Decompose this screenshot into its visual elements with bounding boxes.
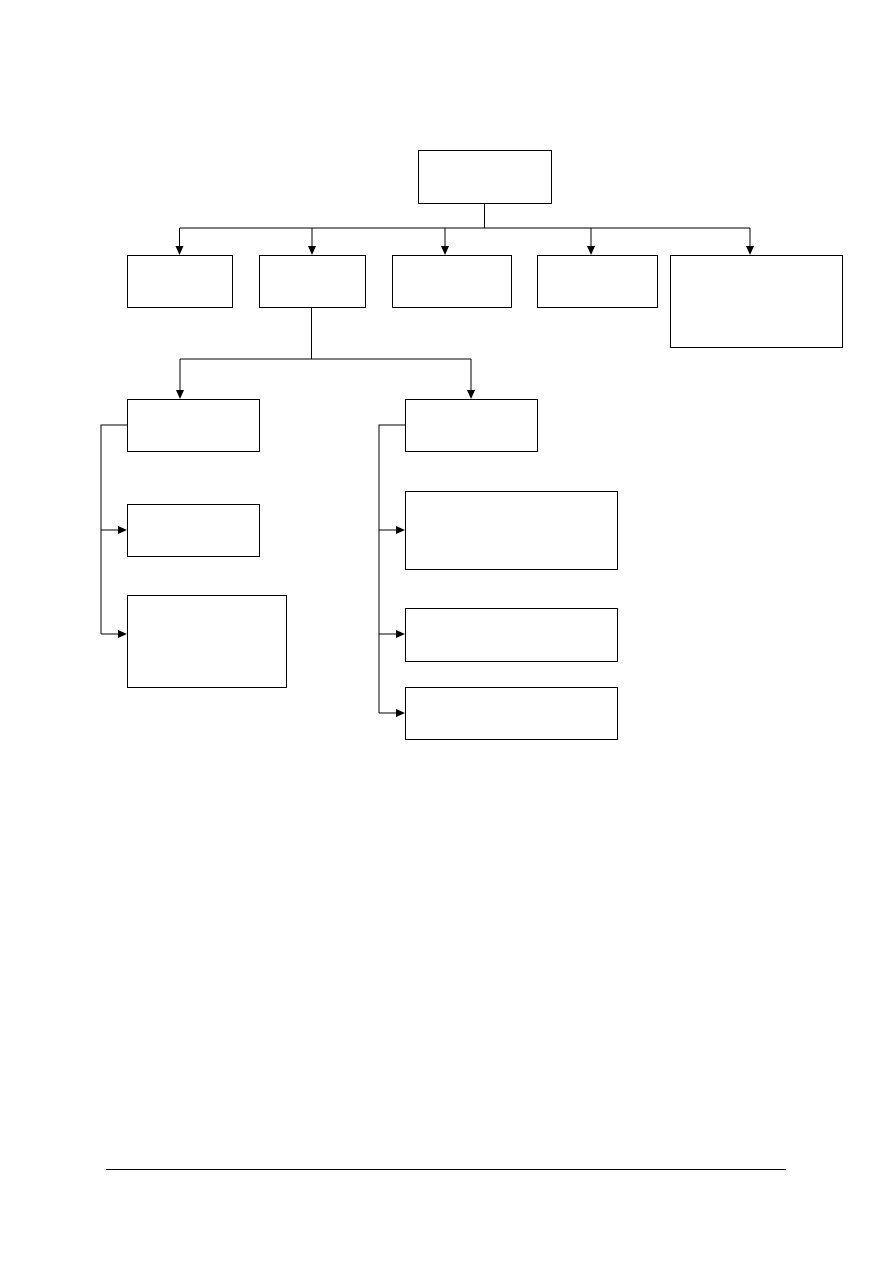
- node-l2-left-1: [127, 504, 260, 557]
- node-box-l2-left-1: [127, 504, 260, 557]
- connectors-layer: [100, 203, 754, 717]
- arrowhead-to-l1-c: [441, 246, 449, 255]
- node-box-root: [418, 150, 552, 204]
- connector-rail-l2-left: [100, 424, 127, 634]
- node-l2-right-1: [405, 491, 618, 570]
- node-l1-d: [537, 255, 658, 308]
- connector-rail-l2-right: [378, 424, 405, 713]
- footer-rule: [106, 1169, 786, 1170]
- arrowhead-to-l1-d: [587, 246, 595, 255]
- node-box-l2-right: [405, 399, 538, 452]
- node-box-l1-b: [259, 255, 366, 308]
- arrowhead-to-l2-right-1: [396, 526, 405, 534]
- node-box-l2-left-2: [127, 595, 287, 688]
- arrowhead-to-l1-b: [308, 246, 316, 255]
- node-l1-b: [259, 255, 366, 308]
- arrowhead-to-l2-right: [467, 390, 475, 399]
- node-l2-left: [127, 399, 260, 452]
- arrowhead-to-l2-left: [176, 390, 184, 399]
- nodes-layer: [127, 150, 843, 740]
- node-l2-right-3: [405, 687, 618, 740]
- node-box-l2-right-2: [405, 608, 618, 662]
- node-l2-left-2: [127, 595, 287, 688]
- node-l2-right-2: [405, 608, 618, 662]
- arrowhead-to-l2-left-2: [118, 630, 127, 638]
- arrowhead-to-l1-a: [175, 246, 184, 255]
- node-box-l1-e: [670, 255, 843, 348]
- node-box-l2-right-3: [405, 687, 618, 740]
- node-box-l1-c: [392, 255, 512, 308]
- node-l1-e: [670, 255, 843, 348]
- arrowhead-to-l1-e: [746, 246, 754, 255]
- node-box-l2-left: [127, 399, 260, 452]
- node-box-l1-d: [537, 255, 658, 308]
- node-box-l1-a: [127, 255, 233, 308]
- node-l1-c: [392, 255, 512, 308]
- arrowhead-to-l2-right-2: [396, 630, 405, 638]
- node-l2-right: [405, 399, 538, 452]
- node-box-l2-right-1: [405, 491, 618, 570]
- node-l1-a: [127, 255, 233, 308]
- node-root: [418, 150, 552, 204]
- arrowhead-to-l2-right-3: [396, 709, 405, 717]
- arrowhead-to-l2-left-1: [118, 526, 127, 534]
